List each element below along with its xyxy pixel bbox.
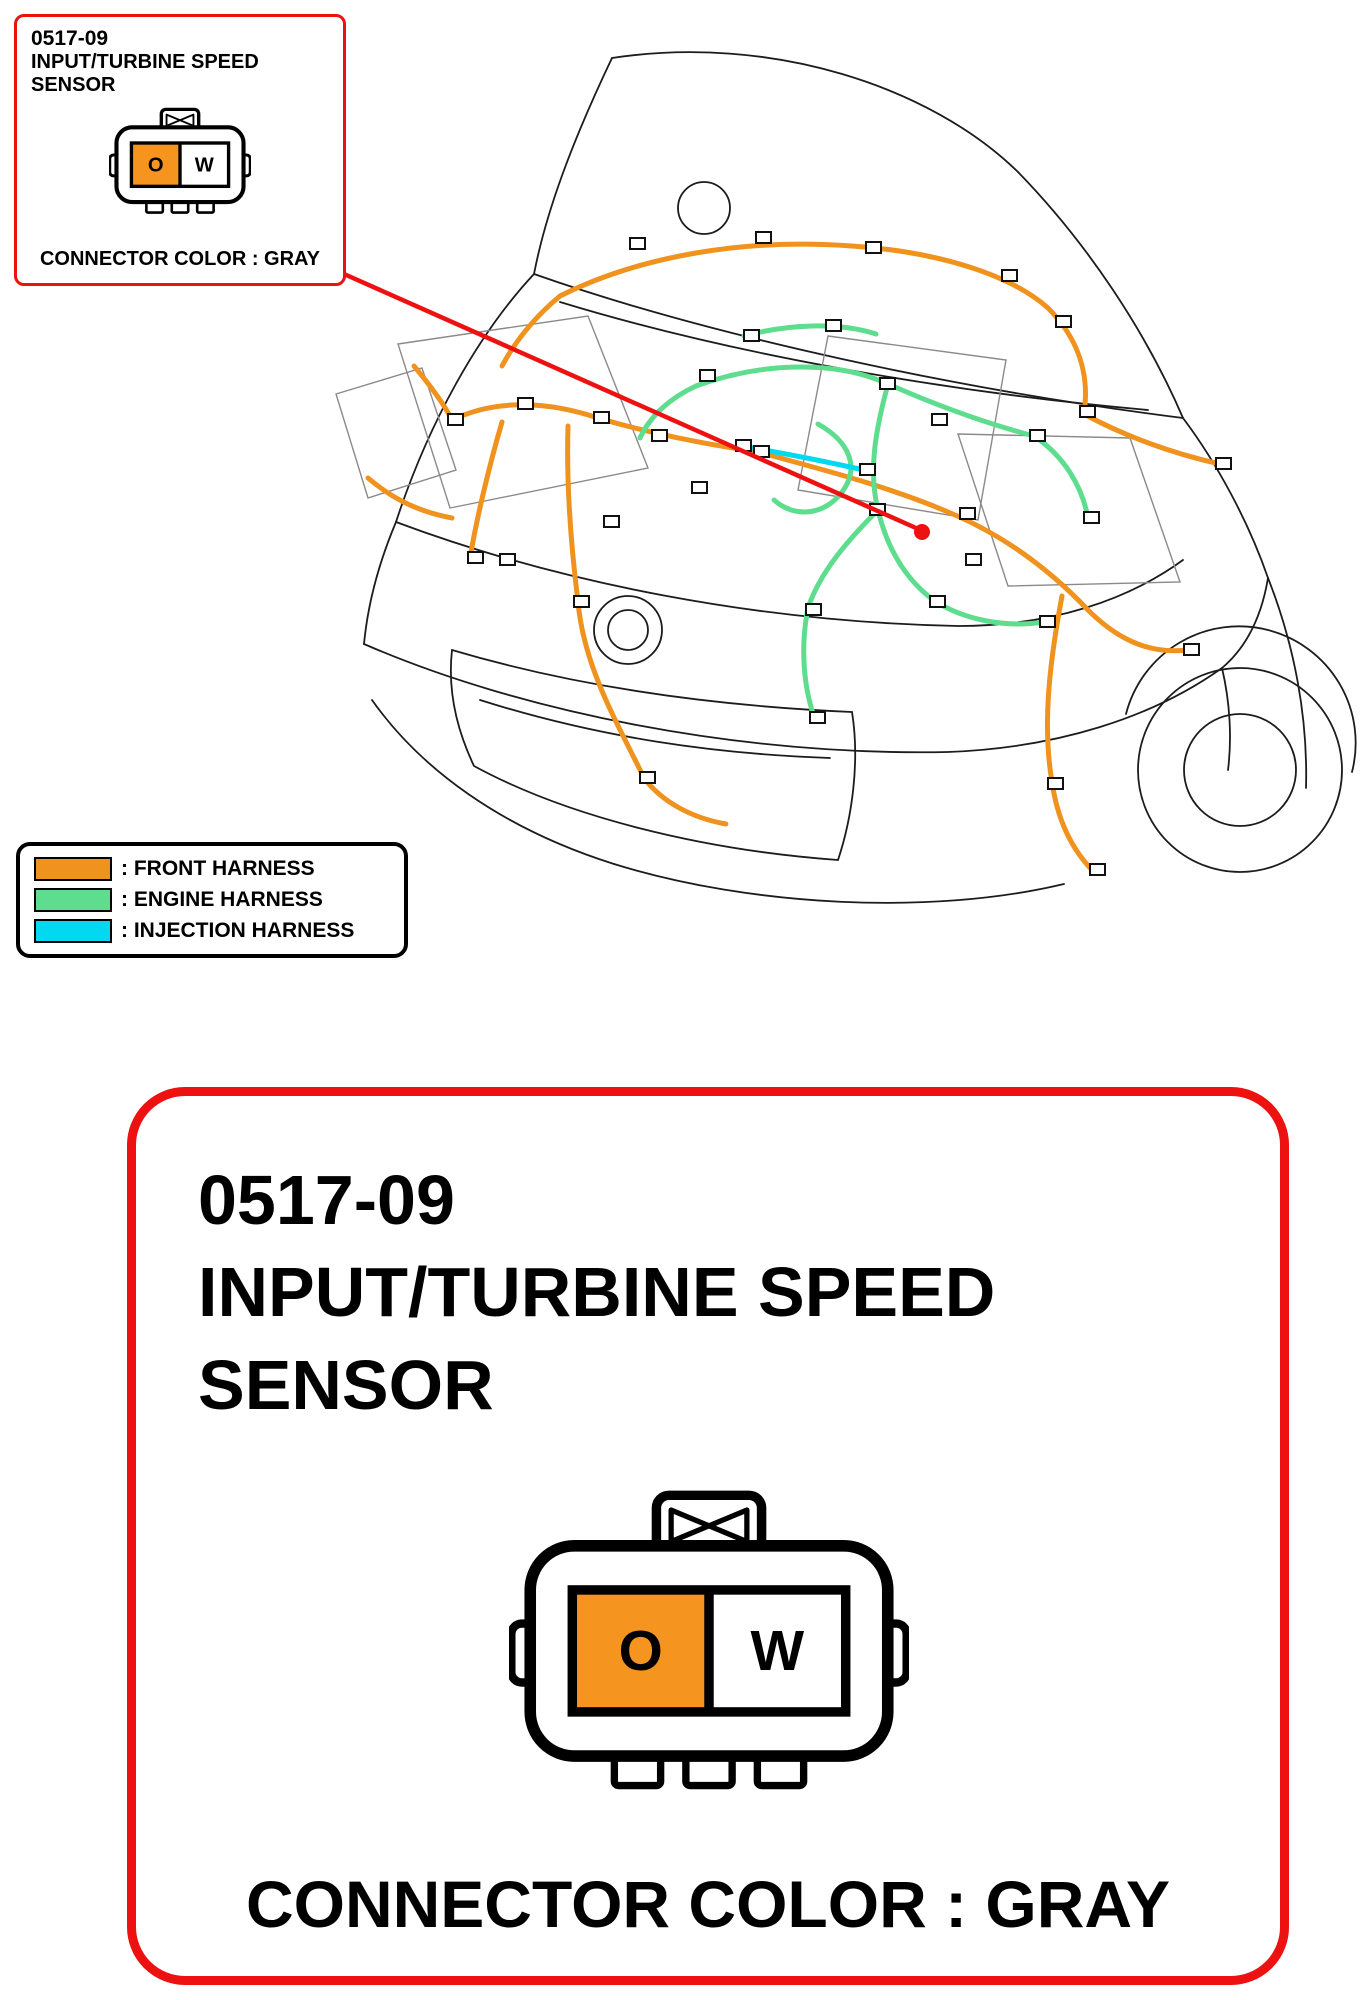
locator-dot [914, 524, 930, 540]
locator-line [343, 271, 917, 531]
callout-connector-color: CONNECTOR COLOR : GRAY [39, 248, 321, 270]
connector-diagram-large: O W [509, 1490, 909, 1790]
pin-label-o: O [148, 155, 164, 177]
detail-title: INPUT/TURBINE SPEED SENSOR [198, 1253, 996, 1424]
front-harness-label: : FRONT HARNESS [121, 857, 315, 880]
callout-code: 0517-09 [31, 27, 109, 50]
injection-harness-swatch [34, 919, 112, 943]
callout-title: INPUT/TURBINE SPEED SENSOR [31, 51, 259, 97]
front-harness-swatch [34, 857, 112, 881]
connector-mini-diagram: O W [109, 107, 251, 214]
injection-harness-label: : INJECTION HARNESS [121, 919, 355, 942]
engine-harness-swatch [34, 888, 112, 912]
connector-markers [447, 231, 1232, 876]
key-notch-icon [668, 1507, 750, 1545]
pin-cell-o [572, 1590, 709, 1713]
engine-harness [637, 323, 1091, 719]
key-notch-icon [165, 113, 195, 127]
legend-row-engine: : ENGINE HARNESS [34, 888, 390, 912]
front-harness [365, 241, 1223, 875]
detail-box: 0517-09 INPUT/TURBINE SPEED SENSOR O W C… [127, 1087, 1289, 1985]
callout-box: 0517-09 INPUT/TURBINE SPEED SENSOR O W C… [14, 14, 346, 286]
pin-block-outline [129, 141, 231, 189]
engine-harness-label: : ENGINE HARNESS [121, 888, 323, 911]
detail-code: 0517-09 [198, 1161, 455, 1239]
legend-row-injection: : INJECTION HARNESS [34, 919, 390, 943]
pin-cell-o [131, 143, 180, 187]
detail-connector-color: CONNECTOR COLOR : GRAY [245, 1867, 1171, 1941]
locator [343, 271, 930, 540]
legend-row-front: : FRONT HARNESS [34, 857, 390, 881]
pin-cell-w [180, 143, 229, 187]
pin-cell-w [709, 1590, 846, 1713]
car-outline [363, 51, 1357, 904]
pin-label-o: O [619, 1620, 663, 1683]
pin-label-w: W [751, 1620, 805, 1683]
harness-legend: : FRONT HARNESS : ENGINE HARNESS : INJEC… [16, 842, 408, 958]
pin-label-w: W [195, 155, 214, 177]
engine-bay-illustration [335, 51, 1357, 904]
